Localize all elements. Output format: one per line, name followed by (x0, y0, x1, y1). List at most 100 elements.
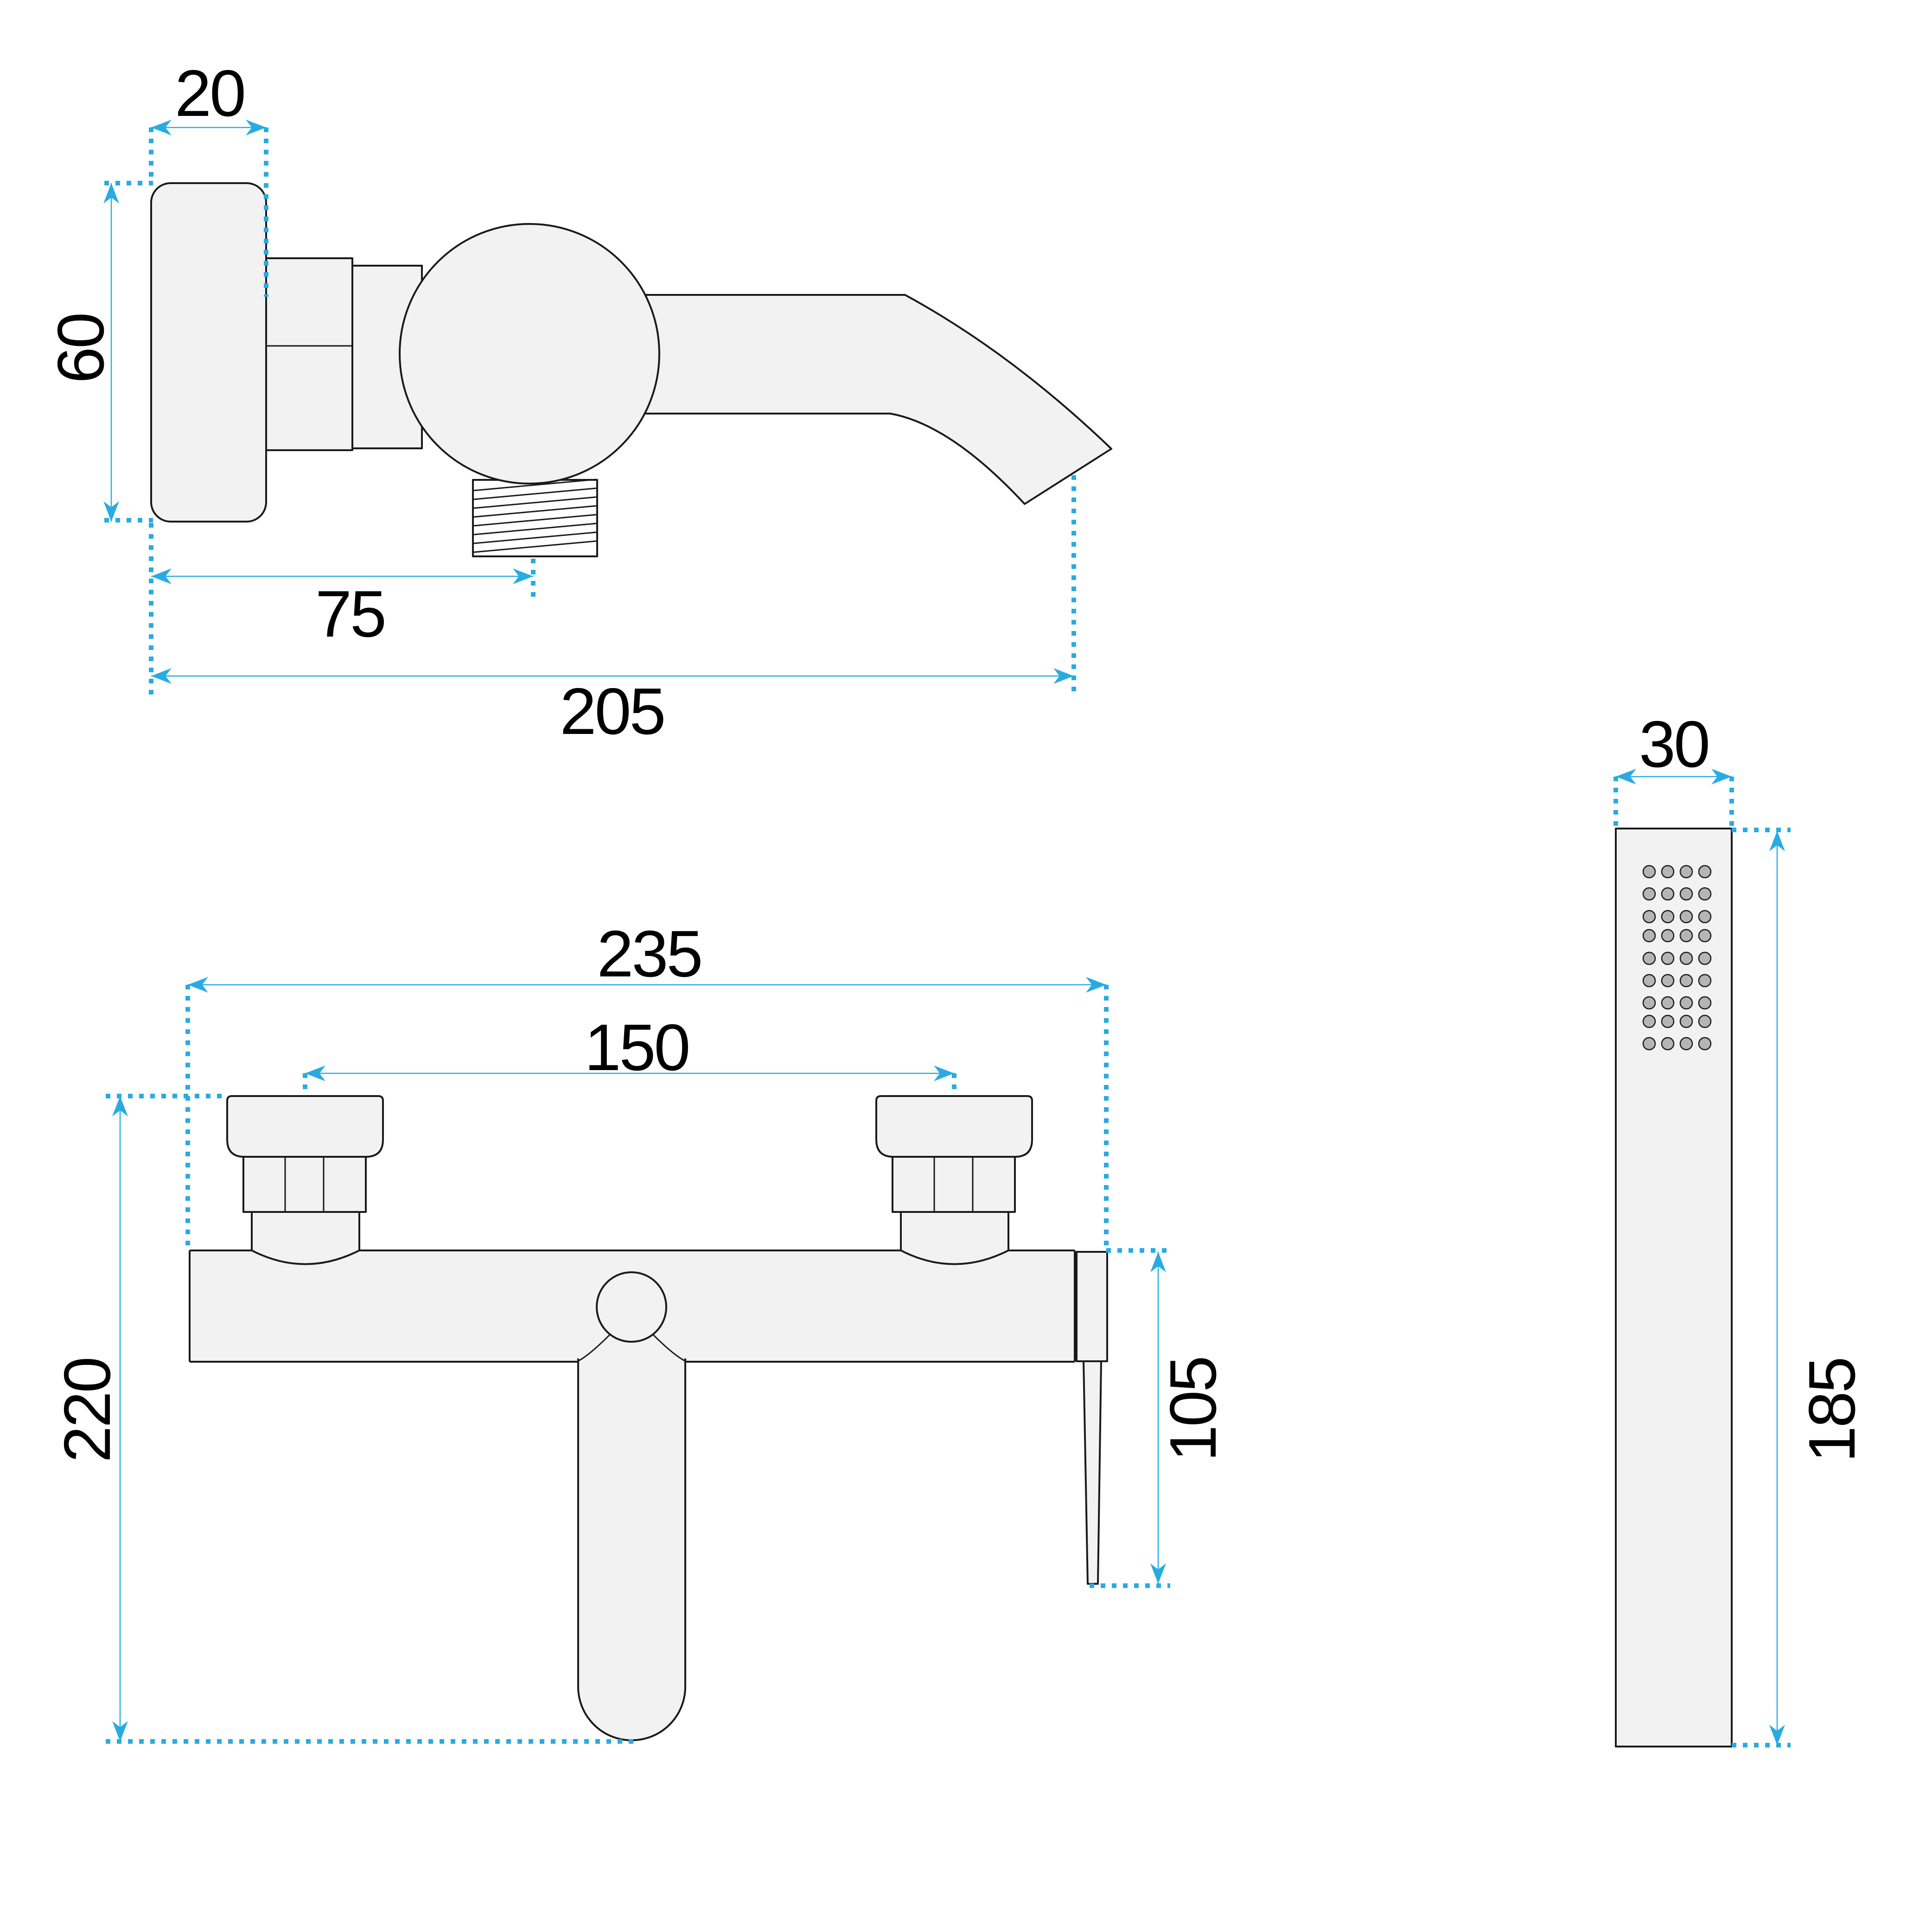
dimension-label: 185 (1795, 1358, 1869, 1463)
dimension-label: 30 (1639, 708, 1709, 781)
dimension-arrowhead (151, 120, 172, 135)
lever-handle (1083, 1360, 1102, 1585)
spray-nozzle-hole (1661, 929, 1675, 943)
dimension-arrowhead (151, 568, 172, 584)
eccentric-neck-left (251, 1211, 360, 1265)
spray-nozzle-hole (1679, 929, 1693, 943)
dimension-arrowhead (1150, 1563, 1166, 1584)
spray-nozzle-hole (1642, 910, 1656, 924)
dim-20: 20 (149, 57, 268, 297)
spray-nozzle-hole (1661, 865, 1675, 879)
spray-nozzle-hole (1642, 1014, 1656, 1028)
dimension-label: 220 (51, 1358, 124, 1463)
dimension-arrowhead (1769, 831, 1785, 851)
dimension-arrowhead (112, 1721, 128, 1741)
spray-nozzle-hole (1698, 865, 1712, 879)
spray-nozzle-hole (1698, 910, 1712, 924)
dim-220: 220 (51, 1094, 636, 1744)
dimension-arrowhead (103, 183, 119, 204)
dim-60: 60 (44, 181, 153, 523)
dim-30: 30 (1613, 708, 1734, 829)
connector-cap-left (226, 1095, 384, 1158)
dimension-label: 60 (44, 314, 118, 383)
spray-nozzles (1642, 865, 1712, 1051)
spray-nozzle-hole (1698, 1014, 1712, 1028)
dimension-label: 105 (1156, 1358, 1230, 1462)
thread-hatch (473, 540, 597, 553)
thread-hatch (473, 514, 597, 527)
thread-hatch (473, 523, 597, 536)
hand-shower-view (1615, 828, 1733, 1747)
spray-nozzle-hole (1679, 1014, 1693, 1028)
dimension-label: 205 (560, 675, 664, 748)
spray-nozzle-hole (1698, 1037, 1712, 1051)
spray-nozzle-hole (1661, 910, 1675, 924)
dimension-arrowhead (1769, 1725, 1785, 1745)
spray-nozzle-hole (1642, 929, 1656, 943)
spray-nozzle-hole (1679, 996, 1693, 1010)
spray-nozzle-hole (1661, 996, 1675, 1010)
side-view (150, 182, 1112, 557)
spray-nozzle-hole (1642, 1037, 1656, 1051)
spray-nozzle-hole (1698, 951, 1712, 965)
spray-nozzle-hole (1642, 974, 1656, 988)
spray-nozzle-hole (1642, 951, 1656, 965)
dim-150: 150 (303, 1011, 956, 1096)
dimension-arrowhead (103, 501, 119, 522)
spray-nozzle-hole (1642, 887, 1656, 901)
dimension-arrowhead (1053, 668, 1074, 684)
connector-block-outer (265, 257, 353, 451)
dimension-label: 235 (597, 917, 701, 991)
dimension-arrowhead (112, 1096, 128, 1116)
wall-plate (150, 182, 267, 523)
dim-185: 185 (1732, 828, 1869, 1747)
spray-nozzle-hole (1679, 1037, 1693, 1051)
front-view (189, 1095, 1108, 1741)
spray-nozzle-hole (1679, 951, 1693, 965)
hex-nut-left (242, 1156, 367, 1213)
dimension-arrowhead (1711, 769, 1732, 784)
dimension-arrowhead (188, 977, 208, 993)
dimension-arrowhead (305, 1065, 325, 1081)
spray-nozzle-hole (1679, 910, 1693, 924)
dimension-arrowhead (151, 668, 172, 684)
dim-105: 105 (1090, 1248, 1230, 1588)
handle-shoulder-right (651, 1333, 685, 1362)
thread-hatch (473, 478, 597, 491)
shower-outlet-thread (472, 479, 598, 557)
spray-nozzle-hole (1661, 974, 1675, 988)
diverter-handle (577, 1358, 686, 1741)
spray-nozzle-hole (1661, 1014, 1675, 1028)
dimension-arrowhead (1616, 769, 1636, 784)
hex-nut-right (892, 1156, 1016, 1213)
body-end-cap (1076, 1251, 1108, 1362)
dimension-arrowhead (934, 1065, 954, 1081)
spray-nozzle-hole (1698, 929, 1712, 943)
dim-235: 235 (185, 917, 1109, 1251)
spray-nozzle-hole (1679, 887, 1693, 901)
dimension-label: 20 (175, 57, 244, 130)
dimension-arrowhead (1086, 977, 1106, 993)
handle-shoulder-left (578, 1333, 612, 1362)
dim-205: 205 (149, 475, 1076, 748)
dimension-label: 150 (585, 1011, 689, 1084)
dimension-label: 75 (315, 577, 385, 651)
thread-hatch (473, 496, 597, 509)
spray-nozzle-hole (1661, 887, 1675, 901)
spray-nozzle-hole (1698, 887, 1712, 901)
thread-hatch (473, 531, 597, 544)
connector-cap-right (875, 1095, 1033, 1158)
spray-nozzle-hole (1642, 996, 1656, 1010)
cartridge-cap (596, 1271, 667, 1343)
dimension-arrowhead (1150, 1252, 1166, 1272)
thread-hatch (473, 505, 597, 518)
dimension-arrowhead (246, 120, 266, 135)
spray-nozzle-hole (1698, 996, 1712, 1010)
spray-nozzle-hole (1661, 1037, 1675, 1051)
hand-shower-body (1615, 828, 1733, 1747)
spray-nozzle-hole (1679, 865, 1693, 879)
dim-75: 75 (151, 559, 536, 651)
spray-nozzle-hole (1679, 974, 1693, 988)
